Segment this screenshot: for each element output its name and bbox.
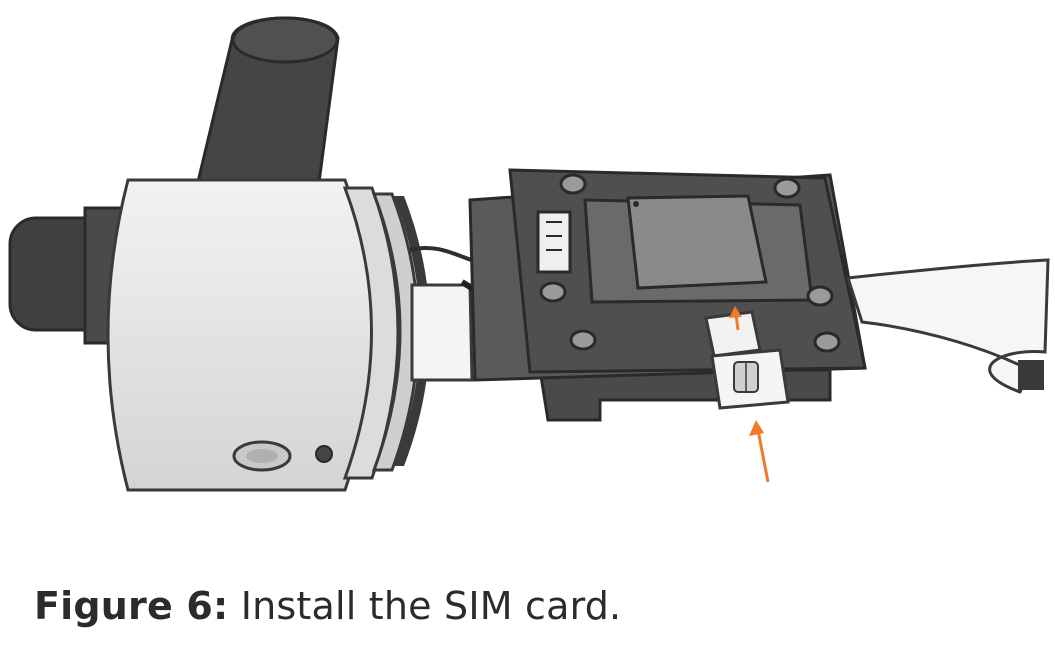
figure-label: Figure 6:: [34, 584, 229, 628]
figure-caption: Figure 6: Install the SIM card.: [34, 584, 621, 628]
sim-card: [704, 310, 790, 410]
sim-card-installation-diagram: [8, 16, 1050, 492]
modem-module: [626, 194, 768, 290]
board-screws: [539, 173, 841, 353]
device-body: [106, 178, 374, 492]
board-connector: [536, 210, 572, 274]
device-handle: [194, 16, 340, 192]
ribbon-cable: [846, 258, 1050, 394]
figure-caption-text: Install the SIM card.: [240, 584, 622, 628]
device-collar: [342, 186, 430, 480]
insertion-arrow-icon: [729, 306, 770, 483]
